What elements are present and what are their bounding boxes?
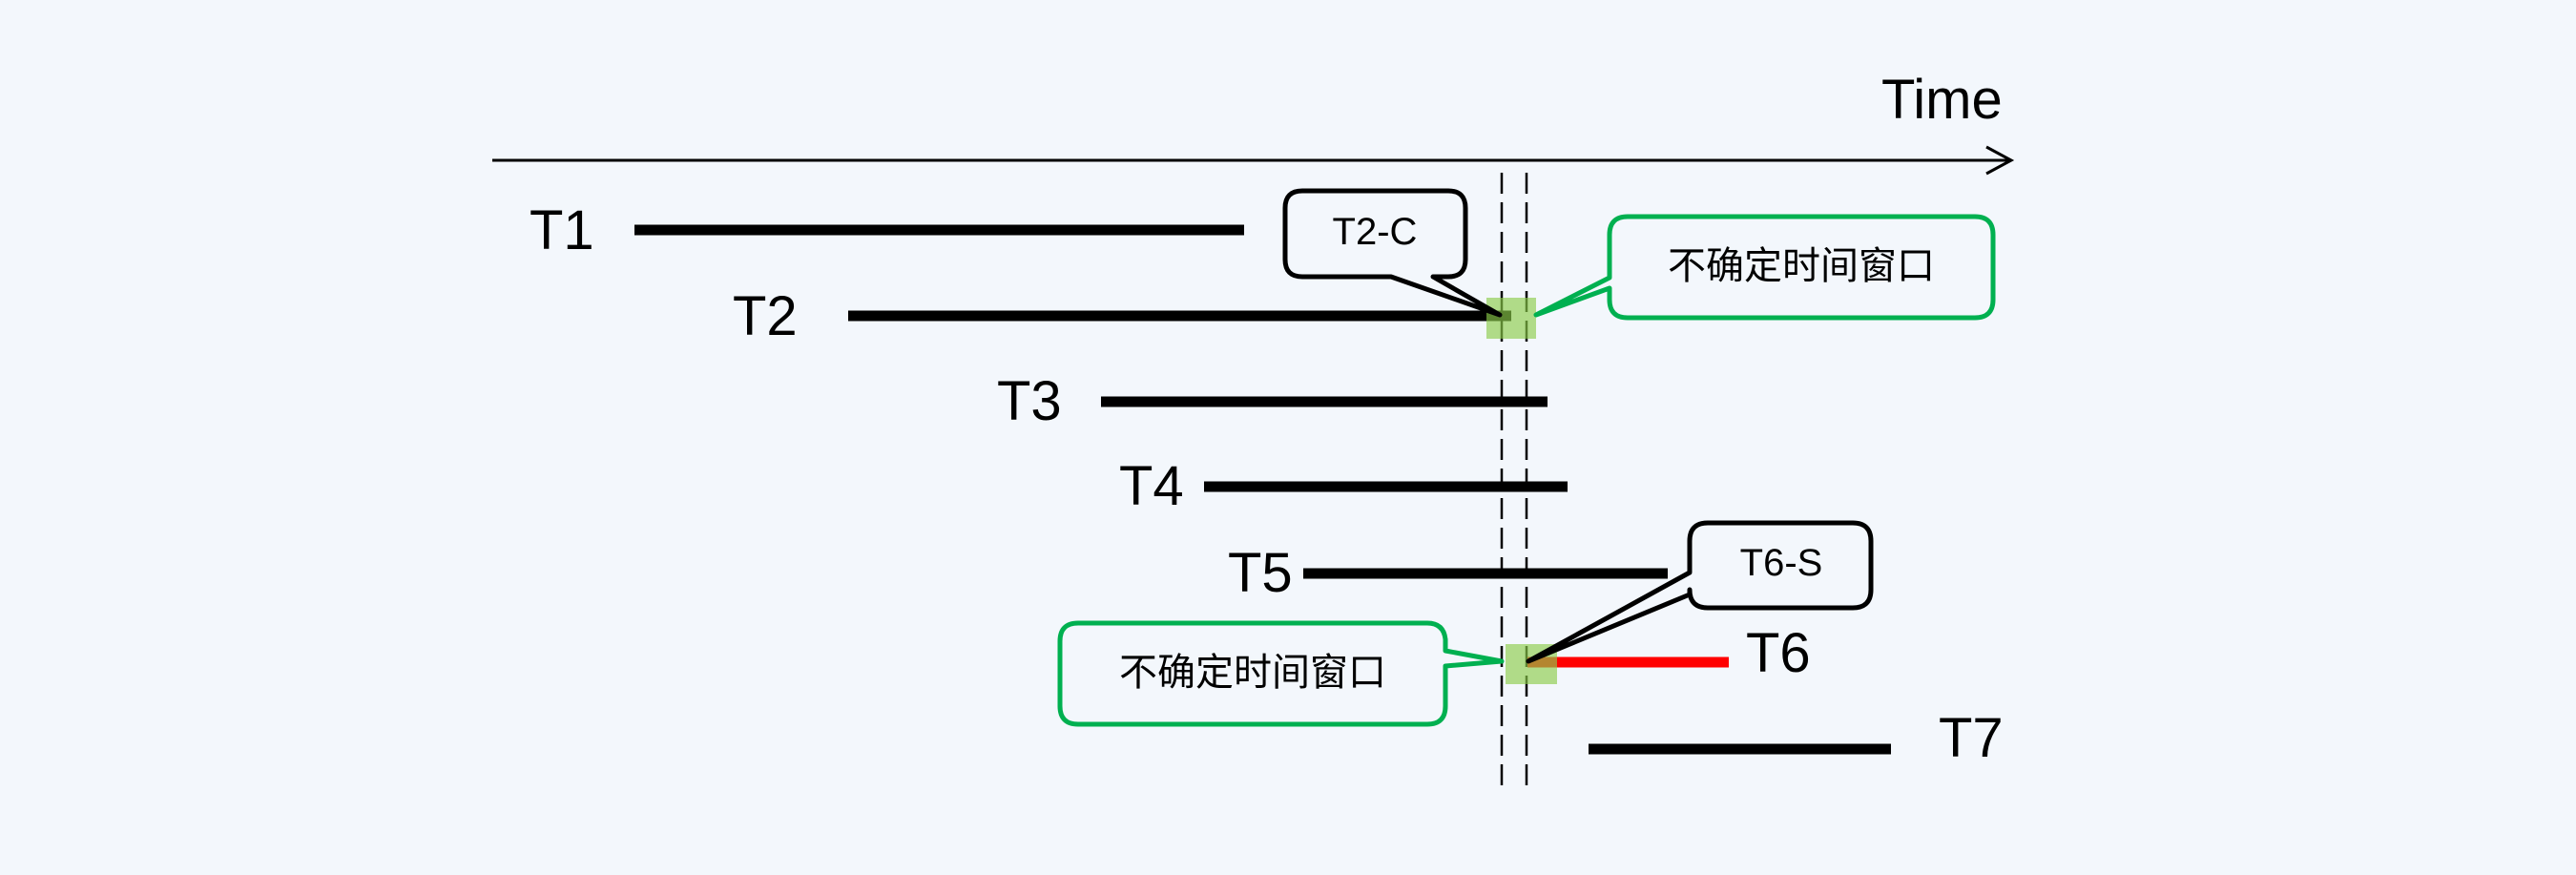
callout-t2-commit-text: T2-C bbox=[1333, 211, 1418, 253]
transaction-label-t7: T7 bbox=[1939, 707, 2004, 769]
time-axis-label: Time bbox=[1881, 69, 2003, 131]
transaction-label-t1: T1 bbox=[530, 199, 594, 261]
callout-t6-start: T6-S bbox=[1526, 520, 1874, 664]
transaction-label-t5: T5 bbox=[1228, 542, 1293, 604]
callout-t2-commit: T2-C bbox=[1282, 188, 1503, 318]
callout-uncertain-window-top: 不确定时间窗口 bbox=[1533, 214, 1996, 321]
uncertain-window-marker-t2 bbox=[1486, 298, 1536, 339]
transaction-label-t3: T3 bbox=[997, 370, 1062, 432]
callout-t6-start-text: T6-S bbox=[1740, 542, 1823, 584]
time-axis-arrowhead-icon bbox=[1985, 145, 2015, 176]
transaction-label-t2: T2 bbox=[733, 285, 798, 347]
callout-uncertain-window-top-text: 不确定时间窗口 bbox=[1668, 244, 1935, 288]
callout-uncertain-window-bottom-text: 不确定时间窗口 bbox=[1119, 651, 1386, 695]
transaction-label-t6: T6 bbox=[1746, 622, 1811, 684]
transaction-label-t4: T4 bbox=[1119, 455, 1184, 517]
callout-uncertain-window-bottom: 不确定时间窗口 bbox=[1057, 620, 1505, 727]
